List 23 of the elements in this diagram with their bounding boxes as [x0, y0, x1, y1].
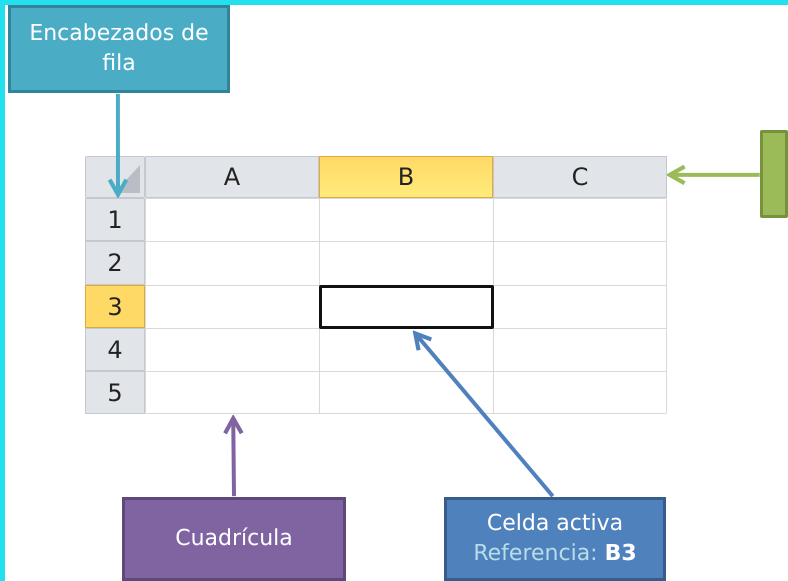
column-header: B: [319, 156, 493, 198]
callout-box: [8, 5, 230, 93]
row-header: 4: [85, 328, 145, 371]
column-header: A: [145, 156, 319, 198]
arrow: [413, 331, 554, 498]
callout-title: Encabezados de fila: [28, 20, 210, 78]
callout-box: [444, 497, 666, 581]
callout-box: [760, 130, 788, 218]
arrow: [668, 164, 760, 186]
column-header: C: [493, 156, 667, 198]
arrow: [222, 416, 244, 496]
row-header: 1: [85, 198, 145, 241]
callout-box: [122, 497, 346, 581]
callout-note: Referencia: B3: [473, 540, 637, 568]
arrow: [108, 94, 128, 197]
row-header: 5: [85, 371, 145, 414]
column-header-bar: [145, 156, 667, 198]
active-cell: [319, 285, 494, 329]
callout-title: Cuadrícula: [175, 525, 293, 554]
row-header: 3: [85, 285, 145, 328]
row-header: 2: [85, 241, 145, 285]
cell-grid: [145, 198, 667, 414]
callout-title: Celda activa: [486, 510, 624, 538]
